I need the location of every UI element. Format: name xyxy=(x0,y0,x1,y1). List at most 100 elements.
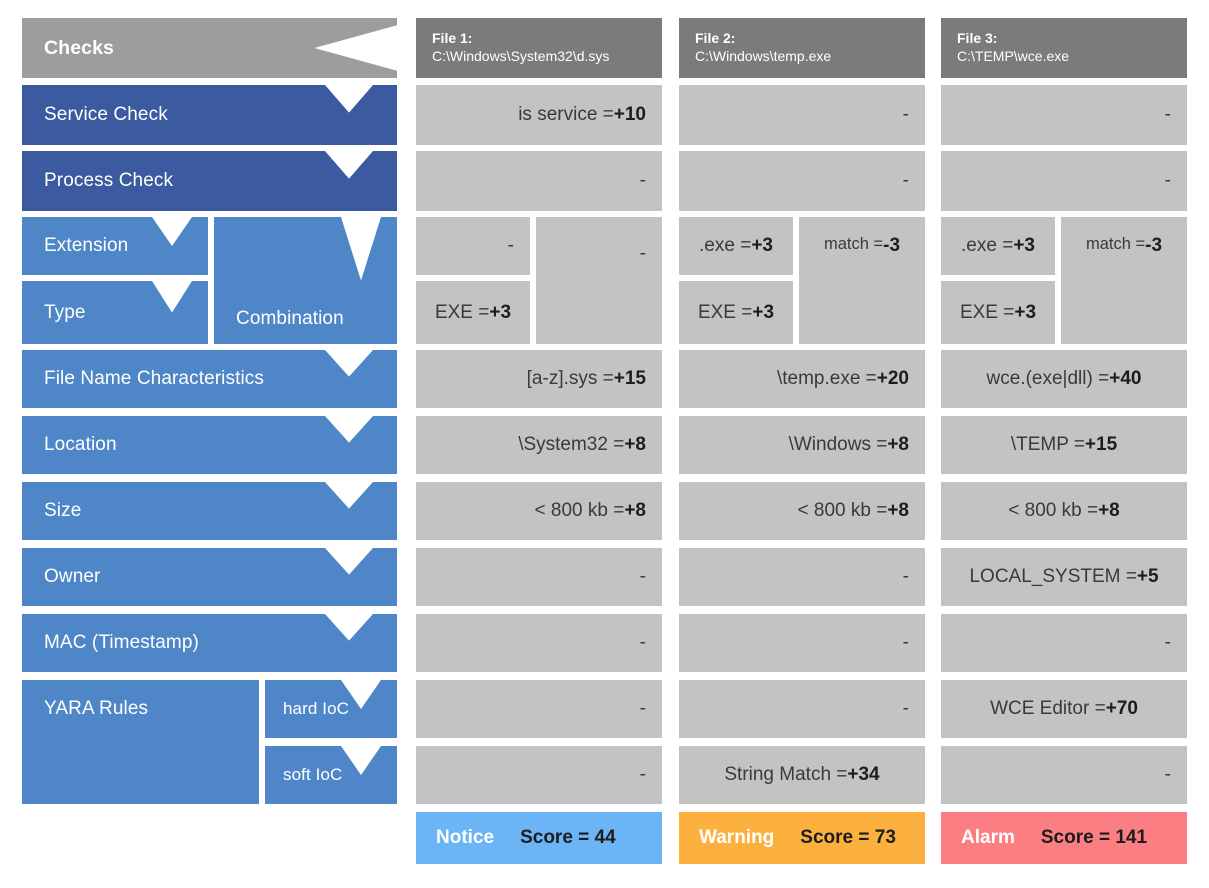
value-cell-size-file2: < 800 kb = +8 xyxy=(679,482,925,540)
check-label: Service Check xyxy=(44,104,168,125)
score-value: Score = 73 xyxy=(800,827,896,848)
value-score: +8 xyxy=(1098,500,1120,521)
value-cell-type-file2: EXE = +3 xyxy=(679,281,793,344)
value-cell-mac-file1: - xyxy=(416,614,662,672)
value-cell-size-file1: < 800 kb = +8 xyxy=(416,482,662,540)
check-label: File Name Characteristics xyxy=(44,368,264,389)
check-row-hard-ioc[interactable]: hard IoC xyxy=(265,680,397,738)
value-cell-location-file2: \Windows = +8 xyxy=(679,416,925,474)
value-cell-type-file1: EXE = +3 xyxy=(416,281,530,344)
value-score: +3 xyxy=(1014,301,1037,323)
value-score: +8 xyxy=(887,500,909,521)
score-badge-file3: Alarm Score = 141 xyxy=(941,812,1187,864)
value-text: .exe = xyxy=(699,235,752,256)
value-text: - xyxy=(639,764,646,785)
value-cell-mac-file3: - xyxy=(941,614,1187,672)
value-text: - xyxy=(902,698,909,719)
value-score: +70 xyxy=(1105,698,1138,719)
value-cell-process-check-file1: - xyxy=(416,151,662,211)
value-text: < 800 kb = xyxy=(1008,500,1099,521)
file-header-path: C:\Windows\System32\d.sys xyxy=(432,48,610,64)
value-text: < 800 kb = xyxy=(534,500,625,521)
check-row-mac-timestamp[interactable]: MAC (Timestamp) xyxy=(22,614,397,672)
value-text: - xyxy=(902,104,909,125)
value-cell-location-file1: \System32 = +8 xyxy=(416,416,662,474)
check-row-soft-ioc[interactable]: soft IoC xyxy=(265,746,397,804)
value-text: match = xyxy=(1085,235,1146,253)
value-text: match = xyxy=(823,235,884,253)
value-text: [a-z].sys = xyxy=(526,368,614,389)
check-label: YARA Rules xyxy=(44,698,149,719)
value-cell-hard-ioc-file3: WCE Editor = +70 xyxy=(941,680,1187,738)
score-badge-file1: Notice Score = 44 xyxy=(416,812,662,864)
value-score: +3 xyxy=(489,301,512,323)
file-header-title: File 3: xyxy=(957,30,998,47)
check-row-extension[interactable]: Extension xyxy=(22,217,208,275)
value-cell-type-file3: EXE = +3 xyxy=(941,281,1055,344)
value-text: - xyxy=(1164,764,1171,785)
value-cell-service-check-file1: is service = +10 xyxy=(416,85,662,145)
value-text: \TEMP = xyxy=(1010,434,1085,455)
value-cell-owner-file1: - xyxy=(416,548,662,606)
value-score: +8 xyxy=(624,500,646,521)
value-cell-file-name-file1: [a-z].sys = +15 xyxy=(416,350,662,408)
value-text: \temp.exe = xyxy=(776,368,877,389)
value-score: +3 xyxy=(751,235,773,256)
value-text: - xyxy=(639,243,646,264)
check-row-type[interactable]: Type xyxy=(22,281,208,344)
check-row-yara-rules[interactable]: YARA Rules xyxy=(22,680,259,804)
value-text: - xyxy=(639,566,646,587)
value-cell-hard-ioc-file1: - xyxy=(416,680,662,738)
check-row-location[interactable]: Location xyxy=(22,416,397,474)
check-row-file-name-characteristics[interactable]: File Name Characteristics xyxy=(22,350,397,408)
value-cell-combination-file2: match = -3 xyxy=(799,217,925,344)
value-text: .exe = xyxy=(961,235,1014,256)
value-cell-mac-file2: - xyxy=(679,614,925,672)
score-level: Notice xyxy=(436,827,495,848)
file-header-title: File 2: xyxy=(695,30,736,47)
value-cell-hard-ioc-file2: - xyxy=(679,680,925,738)
value-text: - xyxy=(1164,632,1171,653)
value-text: \System32 = xyxy=(518,434,625,455)
value-cell-file-name-file3: wce.(exe|dll) = +40 xyxy=(941,350,1187,408)
check-label: hard IoC xyxy=(283,699,350,718)
check-label: Process Check xyxy=(44,170,174,191)
file-header-1: File 1: C:\Windows\System32\d.sys xyxy=(416,18,662,78)
check-label: Owner xyxy=(44,566,101,587)
value-cell-location-file3: \TEMP = +15 xyxy=(941,416,1187,474)
check-label: Extension xyxy=(44,235,129,256)
file-header-path: C:\TEMP\wce.exe xyxy=(957,48,1070,64)
check-label: Size xyxy=(44,500,82,521)
value-cell-process-check-file3: - xyxy=(941,151,1187,211)
checks-header-label: Checks xyxy=(44,36,114,59)
check-row-owner[interactable]: Owner xyxy=(22,548,397,606)
value-cell-extension-file3: .exe = +3 xyxy=(941,217,1055,275)
value-cell-process-check-file2: - xyxy=(679,151,925,211)
value-cell-soft-ioc-file2: String Match = +34 xyxy=(679,746,925,804)
value-cell-soft-ioc-file3: - xyxy=(941,746,1187,804)
value-cell-service-check-file3: - xyxy=(941,85,1187,145)
check-label: soft IoC xyxy=(283,765,343,784)
value-score: +40 xyxy=(1109,368,1142,389)
score-value: Score = 44 xyxy=(520,827,616,848)
value-text: - xyxy=(902,566,909,587)
value-text: < 800 kb = xyxy=(797,500,888,521)
value-text: is service = xyxy=(518,104,614,125)
check-row-size[interactable]: Size xyxy=(22,482,397,540)
value-text: LOCAL_SYSTEM = xyxy=(969,566,1137,587)
check-row-process-check[interactable]: Process Check xyxy=(22,151,397,211)
value-cell-size-file3: < 800 kb = +8 xyxy=(941,482,1187,540)
value-score: -3 xyxy=(883,235,901,256)
score-level: Warning xyxy=(699,827,775,848)
value-cell-owner-file2: - xyxy=(679,548,925,606)
value-score: +3 xyxy=(1013,235,1035,256)
check-row-combination[interactable]: Combination xyxy=(214,217,397,344)
file-header-path: C:\Windows\temp.exe xyxy=(695,48,832,64)
check-label: Location xyxy=(44,434,117,455)
checks-header: Checks xyxy=(22,18,397,78)
value-text: wce.(exe|dll) = xyxy=(986,368,1110,389)
value-text: WCE Editor = xyxy=(990,698,1106,719)
check-label: MAC (Timestamp) xyxy=(44,632,199,653)
check-row-service-check[interactable]: Service Check xyxy=(22,85,397,145)
